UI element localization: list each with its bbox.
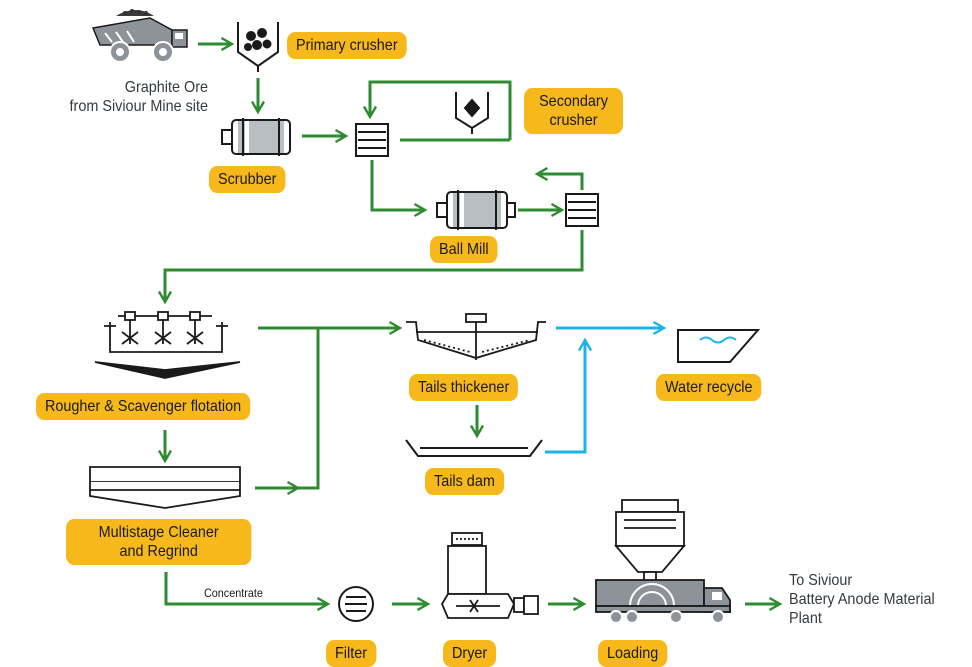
flotation-cells-icon	[94, 311, 241, 379]
arrow-screen-to-ballmill	[370, 160, 428, 218]
secondary-crusher-line-1: Secondary	[539, 93, 608, 110]
destination-line-2: Battery Anode Material	[789, 591, 935, 608]
cleaner-cells-icon	[89, 466, 241, 509]
cleaner-line-1: Multistage Cleaner	[98, 524, 219, 541]
scrubber-drum-icon	[221, 118, 291, 156]
cleaner-label: Multistage Cleaner and Regrind	[66, 519, 252, 565]
water-arrows	[545, 320, 667, 454]
silo-truck-icon	[595, 499, 731, 624]
secondary-crusher-label: Secondary crusher	[524, 88, 623, 134]
filter-label: Filter	[326, 640, 377, 667]
cleaner-line-2: and Regrind	[119, 543, 198, 560]
secondary-crusher-line-2: crusher	[549, 112, 598, 129]
ball-mill-icon	[436, 190, 516, 230]
ore-source-label: Graphite Ore from Siviour Mine site	[37, 78, 208, 116]
arrow-concentrate-to-filter	[164, 572, 331, 612]
flow-arrows	[157, 36, 783, 612]
arrow-to-flotation	[157, 230, 584, 305]
arrow-cleaner-tails	[255, 328, 320, 490]
destination-line-3: Plant	[789, 610, 822, 627]
arrow-secondary-loop	[362, 80, 512, 140]
screen-icon-2	[565, 193, 599, 227]
arrow-screen-recycle	[534, 166, 584, 190]
destination-label: To Siviour Battery Anode Material Plant	[789, 571, 935, 628]
primary-crusher-label: Primary crusher	[287, 32, 407, 59]
crusher-icon	[237, 22, 279, 72]
dryer-icon	[440, 532, 539, 619]
concentrate-label: Concentrate	[204, 586, 263, 600]
dryer-label: Dryer	[443, 640, 497, 667]
cone-crusher-icon	[455, 92, 489, 134]
ore-source-line-1: Graphite Ore	[124, 79, 208, 96]
water-tank-icon	[677, 329, 761, 363]
haul-truck-icon	[91, 9, 188, 63]
water-recycle-label: Water recycle	[656, 374, 762, 401]
rougher-label: Rougher & Scavenger flotation	[36, 393, 251, 420]
scrubber-label: Scrubber	[209, 166, 286, 193]
tails-dam-label: Tails dam	[425, 468, 504, 495]
filter-icon	[338, 586, 374, 622]
destination-line-1: To Siviour	[789, 572, 853, 589]
ore-source-line-2: from Siviour Mine site	[69, 98, 208, 115]
thickener-icon	[406, 313, 546, 360]
arrow-dam-to-water	[545, 337, 593, 454]
screen-icon	[355, 123, 389, 157]
tails-thickener-label: Tails thickener	[409, 374, 519, 401]
ball-mill-label: Ball Mill	[430, 236, 498, 263]
loading-label: Loading	[598, 640, 668, 667]
tails-dam-icon	[405, 439, 543, 457]
